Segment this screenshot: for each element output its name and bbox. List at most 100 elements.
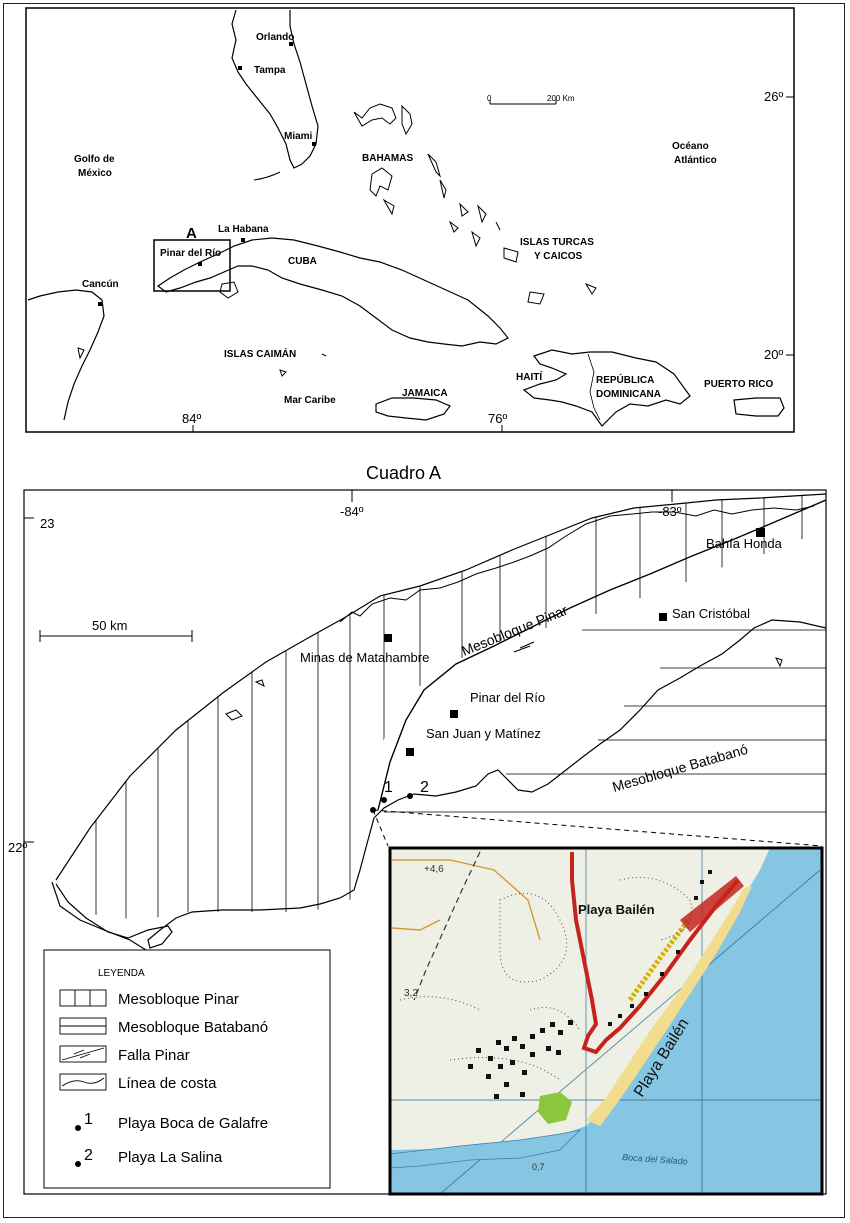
label-point-2: 2 <box>420 779 429 796</box>
overview-scale-bar: 0 200 Km <box>487 94 575 105</box>
inset-road <box>570 852 740 1055</box>
legend-item-falla: Falla Pinar <box>118 1047 190 1064</box>
legend-swatch-costa <box>59 1073 107 1091</box>
overview-map-frame <box>25 7 795 433</box>
label-pinar-rio: Pinar del Río <box>470 690 545 705</box>
small-islands <box>225 657 783 721</box>
inset-elev-3: 0,7 <box>532 1162 545 1172</box>
label-oceano-1: Océano <box>672 141 709 152</box>
scale-end: 200 Km <box>547 94 575 103</box>
label-haiti: HAITÍ <box>516 370 542 383</box>
callout-line-right <box>372 809 823 847</box>
legend: LEYENDA Mesobloque Pinar Mesobloque Bata… <box>43 949 331 1189</box>
inset-orange-contour-2 <box>391 919 441 931</box>
inset-frame <box>388 846 824 1196</box>
yucatan-coast <box>27 289 105 421</box>
inset-beach-road <box>627 916 692 1002</box>
legend-title: LEYENDA <box>98 968 145 979</box>
label-pinar: Pinar del Río <box>160 248 221 259</box>
cuadro-a-box <box>153 239 231 292</box>
coord-lat20: 20º <box>764 347 783 362</box>
legend-mark-2: 2 <box>84 1147 93 1164</box>
inset-river <box>390 1129 582 1169</box>
label-minas: Minas de Matahambre <box>300 650 429 665</box>
southwest-coast-outer <box>51 881 147 951</box>
coord-lon76: 76º <box>488 411 507 426</box>
label-san-juan: San Juan y Matínez <box>426 726 541 741</box>
label-la-habana: La Habana <box>218 224 269 235</box>
cuadro-a-title: Cuadro A <box>366 463 441 483</box>
label-puerto-rico: PUERTO RICO <box>704 379 773 390</box>
hispaniola-border <box>587 353 601 421</box>
page-frame <box>3 3 845 1218</box>
florida-coast <box>231 9 319 169</box>
inset-road-box <box>680 876 744 932</box>
label-jamaica: JAMAICA <box>402 388 448 399</box>
inset-elev-1: +4,6 <box>424 864 444 875</box>
overview-city-dots <box>98 42 316 306</box>
coord-lon84: 84º <box>182 411 201 426</box>
cayman-islands <box>279 353 327 377</box>
label-point-1: 1 <box>384 779 393 796</box>
florida-keys <box>253 171 281 181</box>
legend-point-2 <box>75 1161 81 1167</box>
label-mar-caribe: Mar Caribe <box>284 395 336 406</box>
inset-title: Playa Bailén <box>578 902 655 917</box>
label-cancun: Cancún <box>82 279 119 290</box>
label-cuba: CUBA <box>288 256 317 267</box>
legend-item-costa: Línea de costa <box>118 1075 217 1092</box>
pinar-north-coast-detail <box>339 505 815 623</box>
legend-swatch-batabano <box>59 1017 107 1035</box>
inset-buildings <box>468 870 712 1099</box>
puerto-rico-coast <box>733 397 785 417</box>
inset-sand <box>586 886 752 1126</box>
label-turcas-1: ISLAS TURCAS <box>520 237 594 248</box>
hispaniola-coast <box>522 349 691 427</box>
falla-pinar <box>377 499 827 811</box>
inset-green-patch <box>538 1092 572 1124</box>
legend-point-1 <box>75 1125 81 1131</box>
detail-coord-lon83: -83º <box>658 504 682 519</box>
inset-map: Playa Bailén Playa Bailén +4,6 3,2 0,7 B… <box>388 846 824 1196</box>
inset-sea <box>390 848 822 1194</box>
cuba-coast <box>156 237 509 347</box>
bahamas-islands <box>353 103 597 305</box>
coord-lat26: 26º <box>764 89 783 104</box>
label-san-cristobal: San Cristóbal <box>672 606 750 621</box>
callout-line-left <box>372 809 389 847</box>
label-oceano-2: Atlántico <box>674 155 717 166</box>
scale-start: 0 <box>487 94 492 103</box>
label-golfo-1: Golfo de <box>74 154 115 165</box>
label-golfo-2: México <box>78 168 112 179</box>
detail-coord-lat23: 23 <box>40 516 54 531</box>
legend-swatch-falla <box>59 1045 107 1063</box>
legend-item-salina: Playa La Salina <box>118 1149 223 1166</box>
legend-mark-1: 1 <box>84 1111 93 1128</box>
detail-coord-lon84: -84º <box>340 504 364 519</box>
detail-scale-bar: 50 km <box>39 618 193 642</box>
detail-scale-label: 50 km <box>92 618 127 633</box>
south-coast <box>55 619 827 949</box>
inset-elev-2: 3,2 <box>404 988 418 999</box>
overview-map: A 0 200 Km Orlando Tampa Miami BAHAMAS G… <box>25 7 795 433</box>
falla-pinar-arrow <box>513 641 535 653</box>
point-1-marker <box>381 797 387 803</box>
label-miami: Miami <box>284 131 313 142</box>
label-rep-dom-1: REPÚBLICA <box>596 373 654 386</box>
legend-item-batabano: Mesobloque Batabanó <box>118 1019 268 1036</box>
label-rep-dom-2: DOMINICANA <box>596 389 661 400</box>
legend-item-pinar: Mesobloque Pinar <box>118 991 239 1008</box>
legend-item-galafre: Playa Boca de Galafre <box>118 1115 268 1132</box>
label-bahamas: BAHAMAS <box>362 153 413 164</box>
label-caiman: ISLAS CAIMÁN <box>224 347 296 360</box>
point-2-marker <box>407 793 413 799</box>
label-turcas-2: Y CAICOS <box>534 251 582 262</box>
legend-swatch-pinar <box>59 989 107 1007</box>
inset-dotted-contours <box>399 877 693 1081</box>
cozumel <box>77 347 85 360</box>
mesobloque-batabano-pattern <box>384 629 826 813</box>
jamaica-coast <box>375 397 451 421</box>
detail-city-markers <box>384 528 765 756</box>
label-orlando: Orlando <box>256 32 294 43</box>
label-bahia-honda: Bahía Honda <box>706 536 783 551</box>
